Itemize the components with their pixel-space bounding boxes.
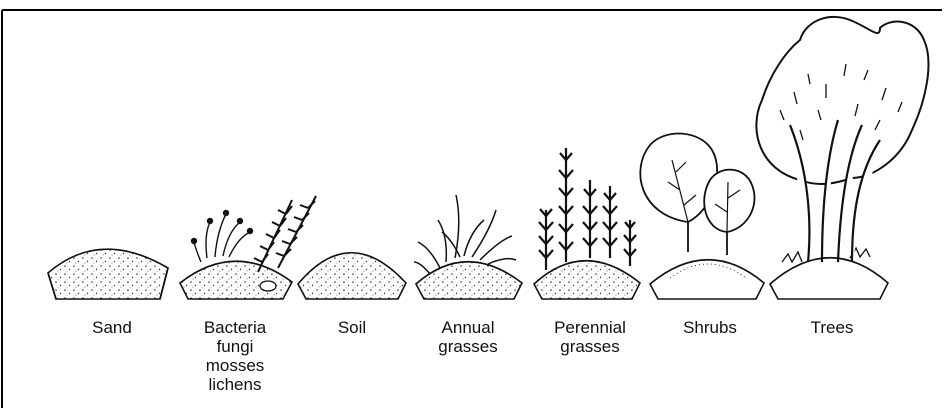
sand-mound (48, 249, 168, 299)
bacteria-mound (180, 196, 316, 299)
label-line: Sand (52, 318, 172, 337)
label-line: Trees (772, 318, 892, 337)
label-line: Annual (408, 318, 528, 337)
perennial-grasses-mound (534, 148, 640, 299)
soil-mound (298, 253, 406, 299)
perennial-grass-stems (539, 148, 636, 270)
annual-grasses-mound (414, 195, 522, 299)
label-line: mosses (175, 356, 295, 375)
label-line: lichens (175, 375, 295, 394)
pebble-shape (260, 281, 276, 291)
shrubs-mound (640, 134, 764, 299)
label-sand: Sand (52, 318, 172, 337)
label-line: grasses (530, 337, 650, 356)
label-line: grasses (408, 337, 528, 356)
shrub-right (704, 170, 754, 255)
label-trees: Trees (772, 318, 892, 337)
fungi-stalks (192, 211, 253, 263)
label-perennial-grasses: Perennial grasses (530, 318, 650, 356)
tree-canopy (756, 17, 928, 184)
label-soil: Soil (292, 318, 412, 337)
label-line: Shrubs (650, 318, 770, 337)
label-annual-grasses: Annual grasses (408, 318, 528, 356)
label-shrubs: Shrubs (650, 318, 770, 337)
label-line: Perennial (530, 318, 650, 337)
moss-fronds (254, 196, 316, 272)
label-bacteria: Bacteria fungi mosses lichens (175, 318, 295, 394)
label-line: fungi (175, 337, 295, 356)
label-line: Soil (292, 318, 412, 337)
label-line: Bacteria (175, 318, 295, 337)
trees-mound (756, 17, 928, 299)
